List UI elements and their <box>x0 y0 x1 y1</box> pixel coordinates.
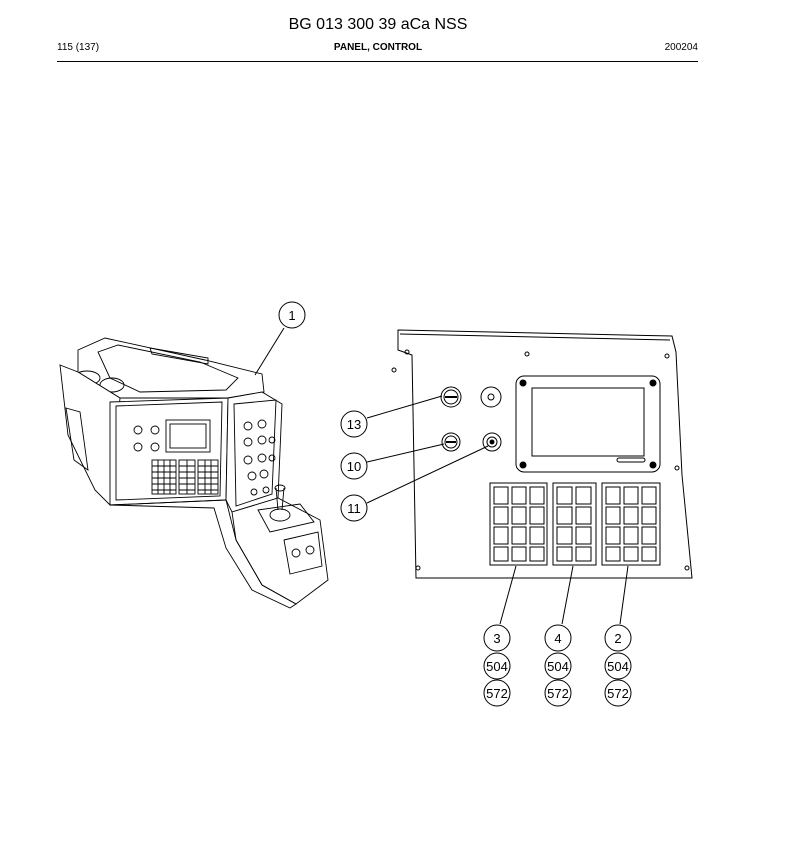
header-rule <box>57 61 698 62</box>
document-number: BG 013 300 39 aCa NSS <box>288 16 468 33</box>
callout-2-ref-a: 504 <box>607 659 629 674</box>
leader-10 <box>366 443 445 463</box>
callout-3-label: 3 <box>493 631 500 646</box>
keypad-middle <box>556 486 592 562</box>
callout-13: 13 <box>340 410 368 438</box>
leader-13 <box>366 395 443 419</box>
callout-3-ref-b: 572 <box>486 686 508 701</box>
callout-11: 11 <box>340 494 368 522</box>
console-assembly <box>59 337 329 609</box>
callout-4: 4 504 572 <box>544 624 572 707</box>
callout-2: 2 504 572 <box>604 624 632 707</box>
section-title: PANEL, CONTROL <box>333 42 423 53</box>
callout-1-label: 1 <box>288 308 295 323</box>
callout-10-label: 10 <box>347 459 361 474</box>
callout-4-ref-b: 572 <box>547 686 569 701</box>
leader-2 <box>619 565 629 625</box>
panel-plate <box>391 329 693 579</box>
page-number: 115 (137) <box>57 42 100 53</box>
keypad-left <box>493 486 545 562</box>
callout-2-ref-b: 572 <box>607 686 629 701</box>
callout-10: 10 <box>340 452 368 480</box>
callout-13-label: 13 <box>347 417 361 432</box>
callout-4-label: 4 <box>554 631 561 646</box>
date-code: 200204 <box>664 42 698 53</box>
callout-3: 3 504 572 <box>483 624 511 707</box>
leader-3 <box>499 565 517 625</box>
callout-4-ref-a: 504 <box>547 659 569 674</box>
leader-11 <box>366 445 489 504</box>
callout-3-ref-a: 504 <box>486 659 508 674</box>
keypad-right <box>605 486 657 562</box>
callout-11-label: 11 <box>347 501 361 516</box>
leader-4 <box>561 565 574 625</box>
callout-1: 1 <box>278 301 306 329</box>
callout-2-label: 2 <box>614 631 621 646</box>
leader-1 <box>254 327 285 376</box>
